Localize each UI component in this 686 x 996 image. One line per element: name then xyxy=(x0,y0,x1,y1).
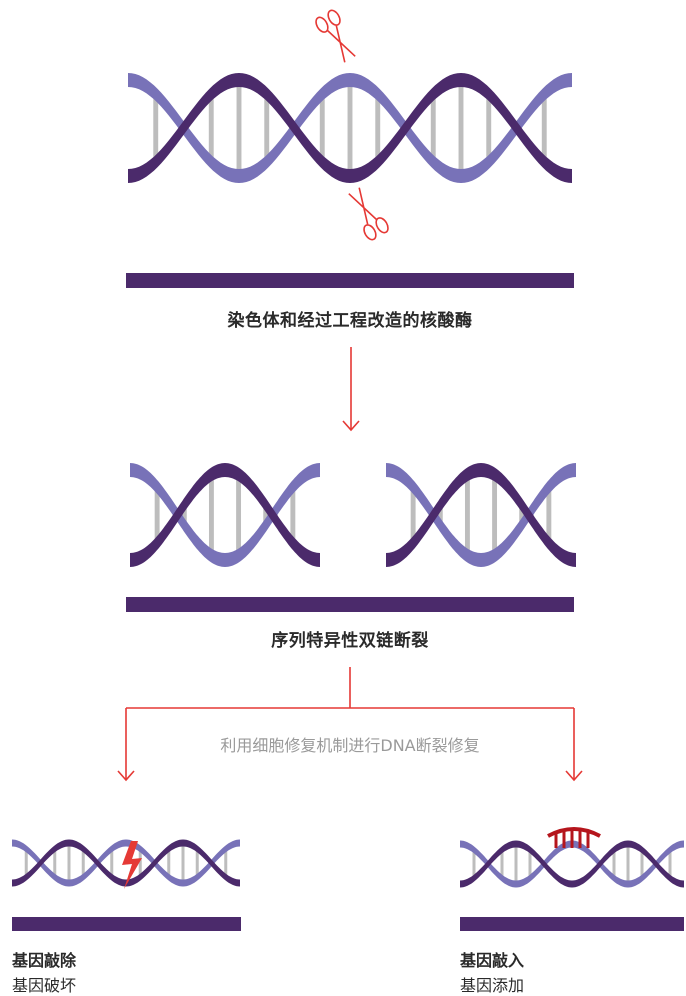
scissors-icon xyxy=(315,9,356,63)
knockin-bar xyxy=(460,917,684,931)
chromosome-bar xyxy=(126,273,574,288)
knockin-subtitle: 基因添加 xyxy=(460,976,525,995)
dna-strand xyxy=(386,463,576,567)
break-bar xyxy=(126,597,574,612)
dna-knockout xyxy=(12,839,240,889)
dna-strand xyxy=(130,463,320,567)
step2-caption: 序列特异性双链断裂 xyxy=(271,631,429,651)
dna-strand xyxy=(386,463,576,567)
lightning-icon xyxy=(122,841,142,889)
step1-caption: 染色体和经过工程改造的核酸酶 xyxy=(227,311,473,331)
branch-arrows xyxy=(117,667,583,782)
knockout-title: 基因敲除 xyxy=(12,951,77,970)
knockin-title: 基因敲入 xyxy=(460,951,525,970)
dna-insert-icon xyxy=(547,827,601,848)
down-arrow-icon xyxy=(342,347,360,432)
dna-knockin xyxy=(460,827,684,888)
dna-helix-broken-right xyxy=(386,463,576,567)
dna-helix-broken-left xyxy=(130,463,320,567)
knockout-subtitle: 基因破坏 xyxy=(12,976,77,995)
knockout-bar xyxy=(12,917,241,931)
dna-strand xyxy=(130,463,320,567)
dna-helix-full xyxy=(128,9,572,241)
repair-note: 利用细胞修复机制进行DNA断裂修复 xyxy=(220,736,480,755)
scissors-icon xyxy=(348,187,389,241)
